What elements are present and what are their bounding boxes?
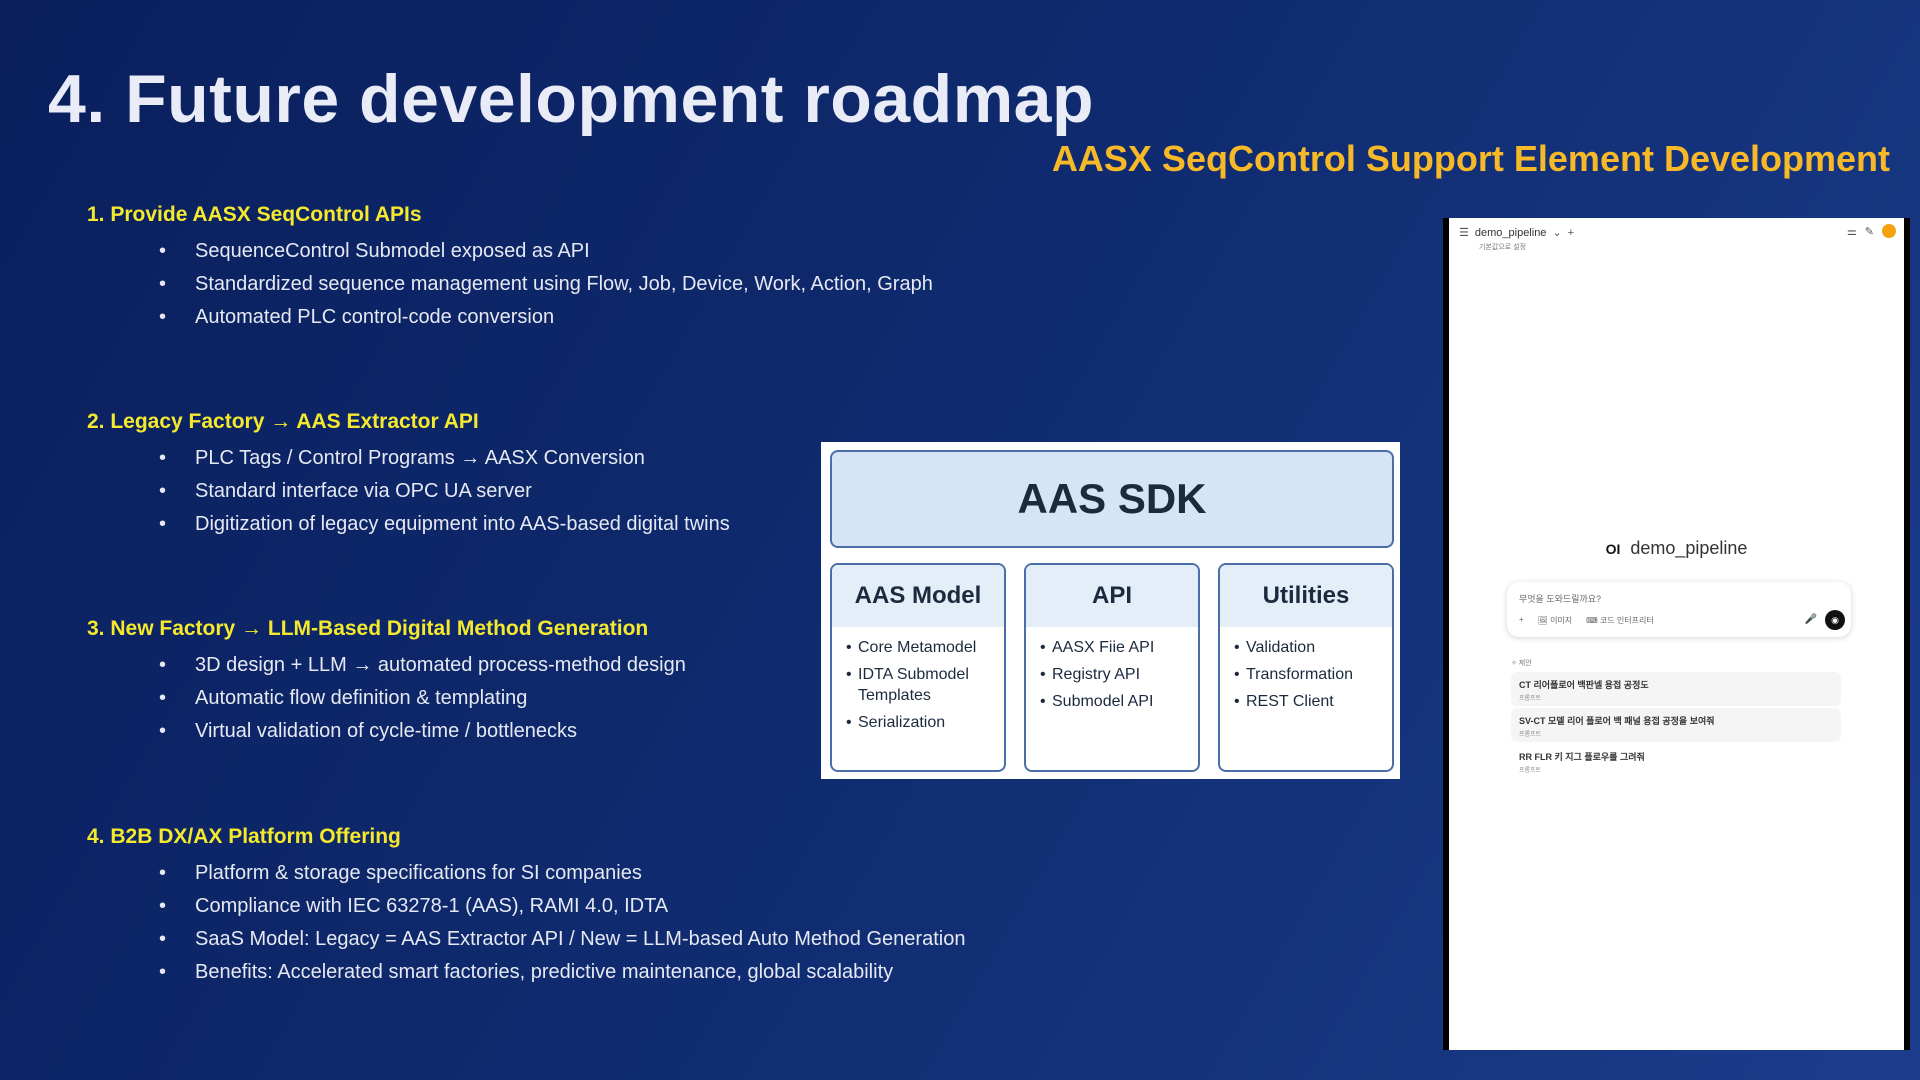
- bullet-item: •Benefits: Accelerated smart factories, …: [87, 956, 1087, 989]
- bullet-dot: •: [159, 895, 167, 917]
- suggestion-item[interactable]: RR FLR 키 지그 플로우를 그려줘 프롬프트: [1519, 752, 1645, 774]
- bullet-dot: •: [159, 513, 167, 535]
- bullet-dot: •: [159, 928, 167, 950]
- edit-icon[interactable]: ✎: [1864, 225, 1874, 238]
- bullet-dot: •: [159, 306, 167, 328]
- sdk-box-aas-model: AAS Model Core Metamodel IDTA Submodel T…: [830, 563, 1006, 772]
- chevron-down-icon[interactable]: ⌄: [1552, 227, 1562, 239]
- bullet-item: •SequenceControl Submodel exposed as API: [87, 235, 1087, 268]
- sdk-item: Serialization: [846, 712, 994, 733]
- sdk-box-title: AAS Model: [832, 565, 1004, 627]
- chat-tools: + 🖼 이미지 ⌨ 코드 인터프리터: [1519, 615, 1654, 626]
- bullet-item: •Standardized sequence management using …: [87, 268, 1087, 301]
- section-heading: 2. Legacy Factory → AAS Extractor API: [87, 410, 479, 433]
- chat-input-placeholder[interactable]: 무엇을 도와드릴까요?: [1519, 594, 1602, 604]
- sdk-item: Submodel API: [1040, 691, 1188, 712]
- page-title: 4. Future development roadmap: [48, 61, 1095, 137]
- bullet-dot: •: [159, 654, 167, 676]
- aas-sdk-diagram: AAS SDK AAS Model Core Metamodel IDTA Su…: [821, 442, 1400, 779]
- logo-mark: OI: [1605, 540, 1621, 557]
- bullet-dot: •: [159, 961, 167, 983]
- bullet-dot: •: [159, 687, 167, 709]
- bullet-dot: •: [159, 862, 167, 884]
- chat-screenshot: ☰ demo_pipeline ⌄ + 기본값으로 설정 ⚌ ✎ OI demo…: [1443, 218, 1910, 1050]
- suggestion-item[interactable]: CT 리어플로어 백판넬 용접 공정도 프롬프트: [1511, 672, 1841, 706]
- bullet-item: •PLC Tags / Control Programs → AASX Conv…: [87, 442, 1087, 475]
- sdk-item: AASX Fiie API: [1040, 637, 1188, 658]
- bullet-item: •Digitization of legacy equipment into A…: [87, 508, 1087, 541]
- bullet-dot: •: [159, 240, 167, 262]
- section-2: 2. Legacy Factory → AAS Extractor API •P…: [87, 410, 1087, 541]
- subtitle: AASX SeqControl Support Element Developm…: [1051, 138, 1890, 179]
- sdk-item: Transformation: [1234, 664, 1382, 685]
- code-interpreter-tool[interactable]: ⌨ 코드 인터프리터: [1586, 616, 1654, 625]
- attach-plus-icon[interactable]: +: [1519, 615, 1524, 624]
- section-heading: 4. B2B DX/AX Platform Offering: [87, 825, 401, 848]
- suggestion-item[interactable]: SV-CT 모델 리어 플로어 백 패널 용접 공정을 보여줘 프롬프트: [1511, 708, 1841, 742]
- sdk-box-api: API AASX Fiie API Registry API Submodel …: [1024, 563, 1200, 772]
- menu-icon[interactable]: ☰: [1459, 227, 1469, 239]
- project-subtext: 기본값으로 설정: [1479, 244, 1527, 251]
- bullet-dot: •: [159, 720, 167, 742]
- bullet-item: •Compliance with IEC 63278-1 (AAS), RAMI…: [87, 890, 1087, 923]
- sdk-item: Registry API: [1040, 664, 1188, 685]
- sdk-item: IDTA Submodel Templates: [846, 664, 994, 706]
- bullet-dot: •: [159, 273, 167, 295]
- bullet-item: •Platform & storage specifications for S…: [87, 857, 1087, 890]
- section-1: 1. Provide AASX SeqControl APIs •Sequenc…: [87, 203, 1087, 334]
- bullet-item: •Automatic flow definition & templating: [87, 682, 1087, 715]
- chat-input-box[interactable]: 무엇을 도와드릴까요? + 🖼 이미지 ⌨ 코드 인터프리터 🎤 ◉: [1507, 582, 1851, 637]
- mic-icon[interactable]: 🎤: [1804, 614, 1817, 625]
- chat-top-icons: ⚌ ✎: [1847, 224, 1896, 238]
- chat-top-bar: ☰ demo_pipeline ⌄ +: [1459, 226, 1575, 240]
- sdk-title: AAS SDK: [830, 450, 1394, 548]
- settings-sliders-icon[interactable]: ⚌: [1846, 225, 1857, 238]
- sdk-item: Core Metamodel: [846, 637, 994, 658]
- sdk-box-utilities: Utilities Validation Transformation REST…: [1218, 563, 1394, 772]
- bullet-item: •3D design + LLM → automated process-met…: [87, 649, 1087, 682]
- bullet-item: •Virtual validation of cycle-time / bott…: [87, 715, 1087, 748]
- section-heading: 3. New Factory → LLM-Based Digital Metho…: [87, 617, 649, 640]
- bullet-item: •SaaS Model: Legacy = AAS Extractor API …: [87, 923, 1087, 956]
- section-3: 3. New Factory → LLM-Based Digital Metho…: [87, 617, 1087, 748]
- suggestions-label: ✧ 제안: [1511, 660, 1532, 667]
- avatar[interactable]: [1882, 224, 1896, 238]
- voice-mode-icon[interactable]: ◉: [1825, 610, 1845, 630]
- project-name[interactable]: demo_pipeline: [1474, 226, 1547, 239]
- section-heading: 1. Provide AASX SeqControl APIs: [87, 203, 422, 226]
- bullet-item: •Standard interface via OPC UA server: [87, 475, 1087, 508]
- chat-center-title: OI demo_pipeline: [1449, 538, 1904, 559]
- bullet-dot: •: [159, 447, 167, 469]
- plus-icon[interactable]: +: [1567, 226, 1575, 239]
- center-title: demo_pipeline: [1630, 538, 1748, 558]
- bullet-item: •Automated PLC control-code conversion: [87, 301, 1087, 334]
- sdk-box-title: Utilities: [1220, 565, 1392, 627]
- section-4: 4. B2B DX/AX Platform Offering •Platform…: [87, 825, 1087, 989]
- sdk-box-title: API: [1026, 565, 1198, 627]
- bullet-dot: •: [159, 480, 167, 502]
- image-tool[interactable]: 🖼 이미지: [1537, 616, 1573, 625]
- sdk-item: REST Client: [1234, 691, 1382, 712]
- sdk-item: Validation: [1234, 637, 1382, 658]
